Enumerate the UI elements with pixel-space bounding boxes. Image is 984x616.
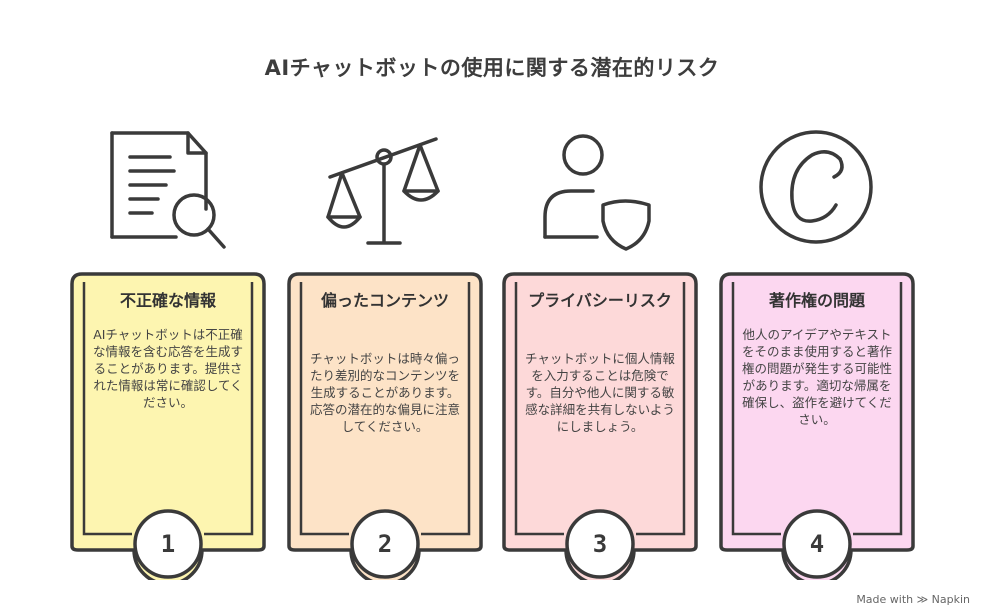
card-number: 4	[809, 530, 825, 558]
card-title: 偏ったコンテンツ	[320, 291, 449, 310]
card-title: 不正確な情報	[119, 291, 216, 310]
risk-card-4: 著作権の問題 他人のアイデアやテキストをそのまま使用すると著作権の問題が発生する…	[717, 268, 917, 580]
napkin-watermark: Made with ≫ Napkin	[856, 593, 970, 606]
copyright-icon	[752, 125, 882, 255]
card-body: チャットボットは時々偏ったり差別的なコンテンツを生成することがあります。応答の潜…	[309, 351, 460, 434]
card-body: 他人のアイデアやテキストをそのまま使用すると著作権の問題が発生する可能性がありま…	[741, 327, 892, 427]
risk-card-3: プライバシーリスク チャットボットに個人情報を入力することは危険です。自分や他人…	[500, 268, 700, 580]
card-number: 2	[377, 530, 393, 558]
risk-card-2: 偏ったコンテンツ チャットボットは時々偏ったり差別的なコンテンツを生成することが…	[285, 268, 485, 580]
card-number: 3	[592, 530, 608, 558]
card-number: 1	[160, 530, 176, 558]
user-shield-icon	[535, 125, 665, 255]
risk-card-1: 不正確な情報 AIチャットボットは不正確な情報を含む応答を生成することがあります…	[68, 268, 268, 580]
card-title: プライバシーリスク	[528, 291, 672, 310]
page-title: AIチャットボットの使用に関する潜在的リスク	[264, 56, 720, 80]
balance-scale-icon	[320, 125, 450, 255]
card-title: 著作権の問題	[768, 291, 865, 310]
document-search-icon	[100, 125, 230, 255]
card-body: AIチャットボットは不正確な情報を含む応答を生成することがあります。提供された情…	[92, 327, 243, 410]
card-body: チャットボットに個人情報を入力することは危険です。自分や他人に関する敏感な詳細を…	[525, 351, 675, 434]
